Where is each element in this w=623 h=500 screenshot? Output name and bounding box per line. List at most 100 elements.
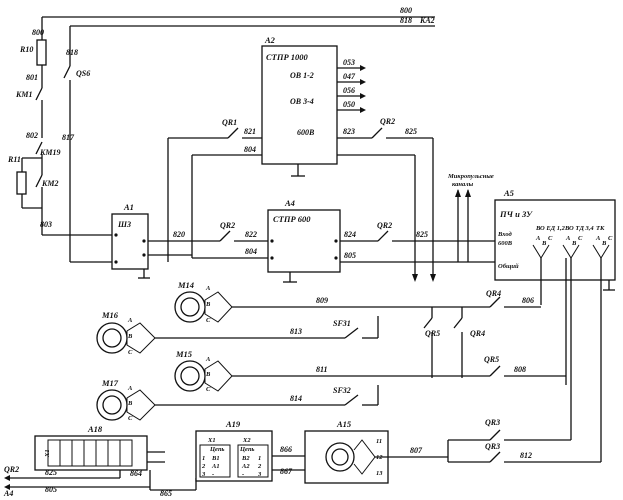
a5-ph-c1: С — [548, 235, 553, 242]
a5-ph-b2: В — [571, 240, 577, 247]
wire-866: 866 — [280, 445, 292, 454]
a2-ov12: ОВ 1-2 — [290, 71, 314, 80]
a18-ref: A18 — [87, 424, 103, 434]
wire-825-mid: 825 — [416, 230, 428, 239]
block-a5: A5 ПЧ и ЗУ ВО ЕД 1,2 ВО ТД 3,4 ТК Вход 6… — [494, 188, 616, 291]
wire-820: 820 — [173, 230, 185, 239]
wire-804-top: 804 — [244, 145, 256, 154]
a5-ph-c2: С — [578, 235, 583, 242]
m15-label: M15 — [175, 349, 193, 359]
a5-title: ПЧ и ЗУ — [499, 209, 533, 219]
a5-group-1: ВО ЕД 1,2 — [535, 225, 566, 232]
m14-label: M14 — [177, 280, 194, 290]
resistor-r11 — [16, 171, 27, 195]
wire-801: 801 — [26, 73, 38, 82]
m14-a: A — [205, 285, 211, 292]
a5-ph-a3: А — [595, 235, 601, 242]
wire-813: 813 — [290, 327, 302, 336]
wire-822: 822 — [245, 230, 257, 239]
a5-group-2: ВО ТД 3,4 — [564, 225, 594, 232]
a5-note-1: Микропульсные — [447, 173, 494, 180]
a2-outputs: 053 047 056 050 — [337, 58, 366, 113]
qr4-top-label: QR4 — [486, 289, 501, 298]
down-arrows — [412, 274, 436, 282]
resistor-r10 — [36, 39, 47, 66]
wire-808: 808 — [514, 365, 526, 374]
qr5-qr4-mid: QR5 QR4 — [423, 307, 485, 378]
qr5-right-label: QR5 — [484, 355, 499, 364]
qr2-mid-label: QR2 — [220, 221, 235, 230]
a4-bottom-label: A4 — [3, 489, 13, 498]
qr4-mid-label: QR4 — [470, 329, 485, 338]
a19-x1-r3c2: - — [212, 471, 214, 478]
wire-807: 807 — [410, 446, 423, 455]
qr3-top-label: QR3 — [485, 418, 500, 427]
block-a1: A1 ШЗ 820 — [111, 202, 192, 279]
a5-ph-a2: А — [565, 235, 571, 242]
wire-824: 824 — [344, 230, 356, 239]
a5-ref: A5 — [503, 188, 515, 198]
km19-label: KM19 — [39, 148, 60, 157]
wire-825-top: 825 — [405, 127, 417, 136]
qr2-right-label: QR2 — [377, 221, 392, 230]
a1-ref: A1 — [123, 202, 134, 212]
wire-821: 821 — [244, 127, 256, 136]
wire-802: 802 — [26, 131, 38, 140]
a5-600v: 600В — [498, 240, 513, 247]
wire-804-bottom: 804 — [245, 247, 257, 256]
m17-a: A — [127, 385, 133, 392]
m17-label: M17 — [101, 378, 119, 388]
a2-ov34: ОВ 3-4 — [290, 97, 314, 106]
a5-group-3: ТК — [596, 225, 605, 232]
sf31-label: SF31 — [333, 319, 351, 328]
wire-867: 867 — [280, 467, 293, 476]
m15-a: A — [205, 356, 211, 363]
a19-x1-r1c1: 1 — [202, 455, 205, 462]
a4-ref: A4 — [284, 198, 295, 208]
a5-upper-note: Микропульсные каналы — [447, 173, 494, 262]
qr3-pair: QR3 QR3 812 — [448, 418, 601, 463]
block-a15: A15 11 12 13 807 — [304, 419, 449, 484]
bottom-left: QR2 A4 825 805 865 — [3, 465, 197, 498]
wire-812: 812 — [520, 451, 532, 460]
a5-ph-b3: В — [601, 240, 607, 247]
motor-m17: M17 A B C 814 SF32 — [96, 378, 379, 422]
motor-m14: M14 A B C 809 QR4 806 — [174, 280, 541, 324]
a15-pin-11: 11 — [376, 438, 382, 445]
wire-811: 811 — [316, 365, 328, 374]
motor-m15: M15 A B C 811 QR5 808 — [174, 349, 566, 393]
wire-825-bottom: 825 — [45, 468, 57, 477]
wire-814: 814 — [290, 394, 302, 403]
m16-label: M16 — [101, 310, 119, 320]
a19-x2-r2c2: 2 — [257, 463, 262, 470]
wire-805-bottom: 805 — [45, 485, 57, 494]
m17-b: B — [127, 400, 133, 407]
motor-m16: M16 A B C 813 SF31 — [96, 310, 379, 356]
a2-out-047: 047 — [343, 72, 356, 81]
wire-800-left: 800 — [32, 28, 44, 37]
block-a2: A2 СТПР 1000 ОВ 1-2 ОВ 3-4 600В — [261, 35, 338, 177]
a2-out-056: 056 — [343, 86, 355, 95]
wire-818-top: 818 — [400, 16, 412, 25]
wire-809: 809 — [316, 296, 328, 305]
a19-x2-r3c2: 3 — [257, 471, 262, 478]
wire-806: 806 — [522, 296, 534, 305]
qs6-label: QS6 — [76, 69, 90, 78]
a2-ref: A2 — [264, 35, 276, 45]
a19-x2: Х2 — [242, 437, 251, 444]
m15-b: B — [205, 371, 211, 378]
km2-label: KM2 — [41, 179, 58, 188]
a19-x1-r1c2: В1 — [211, 455, 220, 462]
sf32-label: SF32 — [333, 386, 351, 395]
wire-803: 803 — [40, 220, 52, 229]
qr5-mid-label: QR5 — [425, 329, 440, 338]
block-a19: A19 Х1 Х2 Цепь Цепь 1 В1 2 А1 3 - В2 1 А… — [195, 419, 305, 482]
a2-600v: 600В — [297, 128, 315, 137]
qr3-bottom-label: QR3 — [485, 442, 500, 451]
left-chain: R10 800 801 KM1 802 KM19 R11 KM2 803 818… — [7, 17, 112, 263]
a1-inner: ШЗ — [117, 220, 131, 229]
top-bus: 800 818 KA2 — [42, 6, 435, 27]
a19-cep-1: Цепь — [209, 446, 225, 453]
a19-cep-2: Цепь — [239, 446, 255, 453]
